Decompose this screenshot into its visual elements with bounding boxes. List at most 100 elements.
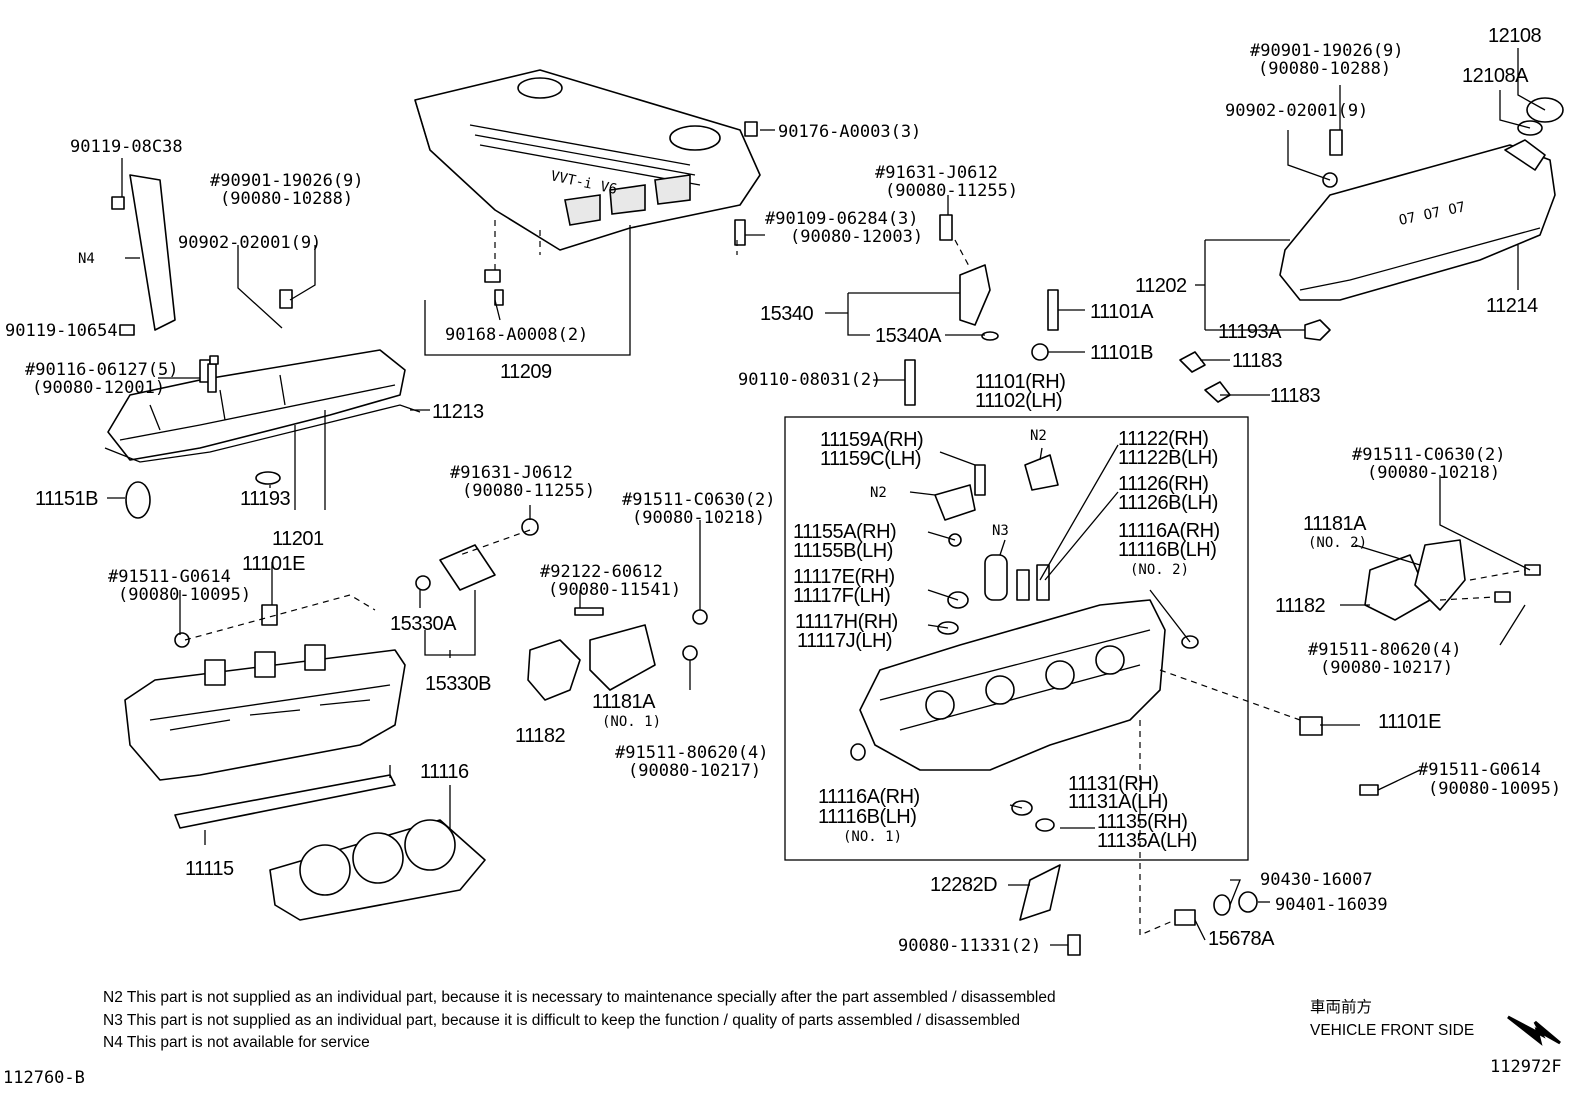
brackets-right (1364, 539, 1466, 621)
cam-cover-right-11202: O7 O7 O7 (1279, 139, 1556, 301)
label-90080-10288-left: (90080-10288) (220, 189, 353, 209)
label-11155a: 11155A(RH) (793, 521, 896, 543)
label-n3: N3 (992, 523, 1009, 539)
label-11101-rh: 11101(RH) (975, 371, 1065, 393)
label-11193a: 11193A (1218, 321, 1282, 343)
label-11183-a: 11183 (1232, 350, 1283, 372)
label-11202: 11202 (1135, 275, 1187, 297)
label-90116: #90116-06127(5) (25, 360, 179, 380)
leader-lines (107, 48, 1546, 946)
label-11116a-bottom: 11116A(RH) (818, 786, 920, 808)
label-11131a: 11131A(LH) (1068, 791, 1168, 813)
label-11101e-right: 11101E (1378, 711, 1441, 733)
label-15340a: 15340A (875, 325, 942, 347)
label-90901-left: #90901-19026(9) (210, 171, 364, 191)
dashed-lines (184, 220, 1526, 936)
cylinder-head-right (859, 599, 1166, 771)
code-left: 112760-B (3, 1068, 85, 1088)
label-11193: 11193 (240, 488, 291, 510)
label-11181a-mid: 11181A (592, 691, 656, 713)
code-right: 112972F (1490, 1057, 1562, 1077)
label-91511-c0630-mid: #91511-C0630(2) (622, 490, 776, 510)
label-11117e: 11117E(RH) (793, 566, 895, 588)
label-no1-mid: (NO. 1) (602, 714, 661, 730)
head-gasket-left (174, 774, 486, 921)
label-11116: 11116 (420, 761, 469, 783)
label-90119-08c38: 90119-08C38 (70, 137, 183, 157)
label-11126: 11126(RH) (1118, 473, 1208, 495)
direction-arrow (1507, 1015, 1561, 1046)
label-no2-top: (NO. 2) (1130, 562, 1189, 578)
labels: 90119-08C38 N4 90119-10654 #90901-19026(… (5, 25, 1561, 956)
small-parts (111, 121, 1541, 956)
label-91631-top: #91631-J0612 (875, 163, 998, 183)
label-15330b: 15330B (425, 673, 491, 695)
label-11116b-top: 11116B(LH) (1118, 539, 1216, 561)
label-90080-11541: (90080-11541) (548, 580, 681, 600)
label-11155b: 11155B(LH) (793, 540, 893, 562)
label-90080-10217-right: (90080-10217) (1320, 658, 1453, 678)
label-91511-80620-right: #91511-80620(4) (1308, 640, 1462, 660)
label-90168: 90168-A0008(2) (445, 325, 588, 345)
direction-english: VEHICLE FRONT SIDE (1310, 1022, 1474, 1039)
cam-cover-left-11201 (104, 349, 421, 463)
label-11126b: 11126B(LH) (1118, 492, 1218, 514)
label-11159c: 11159C(LH) (820, 448, 921, 470)
label-92122: #92122-60612 (540, 562, 663, 582)
label-n2-a: N2 (1030, 428, 1047, 444)
label-90119-10654: 90119-10654 (5, 321, 118, 341)
right-head-box (784, 416, 1249, 861)
label-no1-bottom: (NO. 1) (843, 829, 902, 845)
label-11209: 11209 (500, 361, 552, 383)
label-90176: 90176-A0003(3) (778, 122, 921, 142)
label-11201: 11201 (272, 528, 324, 550)
label-11122b: 11122B(LH) (1118, 447, 1218, 469)
label-12108a: 12108A (1462, 65, 1529, 87)
engine-cover-11209: VVT-i V6 (414, 69, 761, 251)
label-90109: #90109-06284(3) (765, 209, 919, 229)
label-90080-10095-right: (90080-10095) (1428, 779, 1561, 799)
label-11122: 11122(RH) (1118, 428, 1208, 450)
label-11101e-left: 11101E (242, 553, 305, 575)
note-n3: N3 This part is not supplied as an indiv… (103, 1012, 1020, 1029)
cylinder-head-left (124, 644, 406, 781)
label-90080-10095-left: (90080-10095) (118, 585, 251, 605)
label-11214: 11214 (1486, 295, 1538, 317)
label-11101a: 11101A (1090, 301, 1154, 323)
label-no2-right: (NO. 2) (1308, 535, 1367, 551)
note-n2: N2 This part is not supplied as an indiv… (103, 989, 1056, 1006)
label-90901-right: #90901-19026(9) (1250, 41, 1404, 61)
label-11117f: 11117F(LH) (793, 585, 890, 607)
label-91511-g0614-left: #91511-G0614 (108, 567, 231, 587)
label-15678a: 15678A (1208, 928, 1275, 950)
label-11102-lh: 11102(LH) (975, 390, 1062, 412)
label-90080-11255-top: (90080-11255) (885, 181, 1018, 201)
label-11117j: 11117J(LH) (797, 630, 892, 652)
label-91631-bottom: #91631-J0612 (450, 463, 573, 483)
label-91511-g0614-right: #91511-G0614 (1418, 760, 1541, 780)
label-n2-b: N2 (870, 485, 887, 501)
label-90080-10218-right: (90080-10218) (1367, 463, 1500, 483)
label-11135a: 11135A(LH) (1097, 830, 1197, 852)
label-11116a-top: 11116A(RH) (1118, 520, 1220, 542)
label-11117h: 11117H(RH) (795, 611, 898, 633)
label-11101b: 11101B (1090, 342, 1153, 364)
label-90080-12003: (90080-12003) (790, 227, 923, 247)
label-91511-c0630-right: #91511-C0630(2) (1352, 445, 1506, 465)
direction-japanese: 車両前方 (1310, 998, 1372, 1016)
label-11183-b: 11183 (1270, 385, 1321, 407)
label-11159a: 11159A(RH) (820, 429, 923, 451)
label-11115: 11115 (185, 858, 234, 880)
label-15340: 15340 (760, 303, 813, 325)
label-90080-11331: 90080-11331(2) (898, 936, 1041, 956)
label-n4: N4 (78, 251, 95, 267)
label-90080-10217-mid: (90080-10217) (628, 761, 761, 781)
label-90430: 90430-16007 (1260, 870, 1373, 890)
label-90401: 90401-16039 (1275, 895, 1388, 915)
label-11182-right: 11182 (1275, 595, 1326, 617)
footnotes: N2 This part is not supplied as an indiv… (103, 989, 1056, 1051)
label-11131: 11131(RH) (1068, 773, 1158, 795)
label-90080-11255-bottom: (90080-11255) (462, 481, 595, 501)
label-90080-12001: (90080-12001) (32, 378, 165, 398)
